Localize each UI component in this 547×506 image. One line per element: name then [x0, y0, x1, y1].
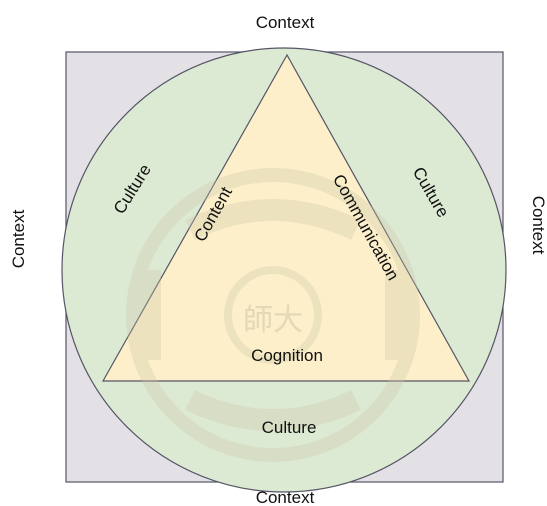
culture-label-bottom: Culture [262, 418, 317, 437]
context-label-top: Context [256, 13, 315, 32]
university-seal-watermark [126, 168, 420, 462]
context-label-bottom: Context [256, 488, 315, 506]
context-label-left: Context [9, 209, 28, 268]
cognition-label: Cognition [251, 346, 323, 365]
context-label-right: Context [529, 196, 547, 255]
cognition-triangle [101, 53, 471, 382]
seal-watermark-text: 師大 [243, 303, 303, 338]
